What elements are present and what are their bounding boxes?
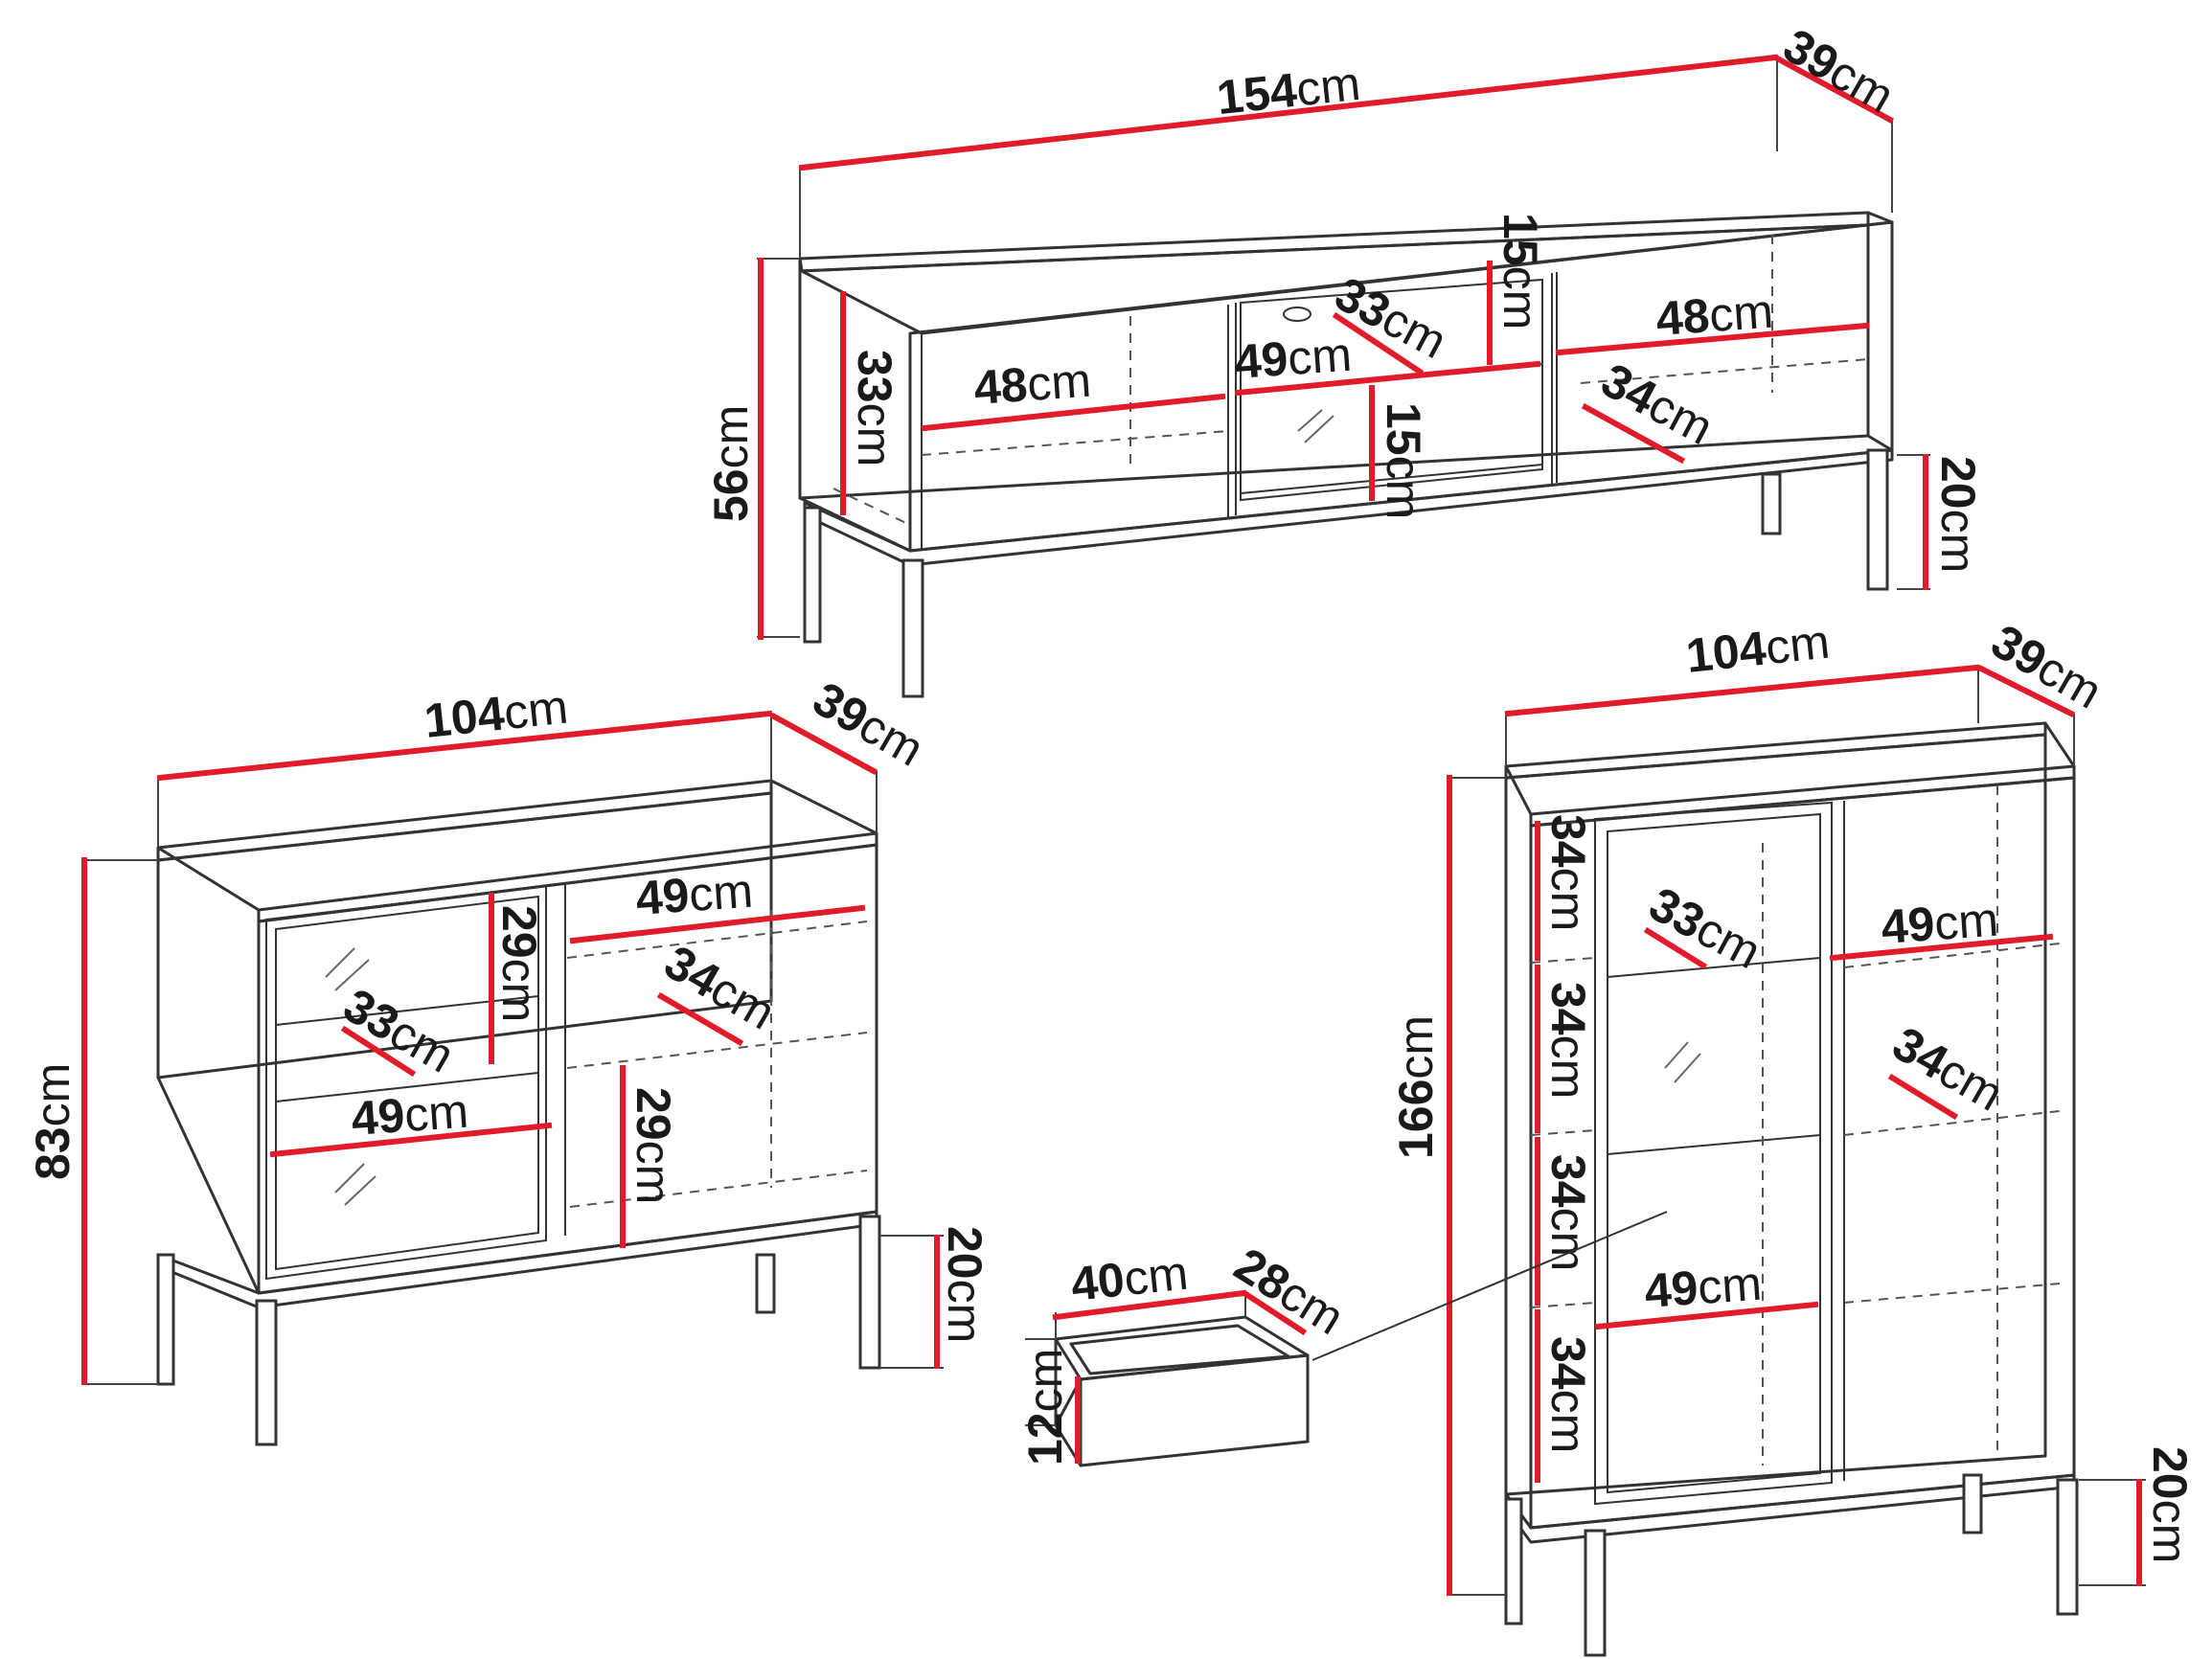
display-right-depth-label: 34cm bbox=[1884, 1016, 2013, 1122]
sideboard-right-lower-label: 29cm bbox=[627, 1087, 680, 1204]
tv-depth-label: 39cm bbox=[1775, 18, 1904, 124]
drawer-height-label: 12cm bbox=[1018, 1349, 1072, 1466]
tv-width-label: 154cm bbox=[1214, 57, 1362, 125]
tv-left-shelf-width-label: 48cm bbox=[972, 353, 1093, 415]
display-shelf-4-label: 34cm bbox=[1541, 1336, 1595, 1453]
sideboard-glass-width-dim-line bbox=[269, 1122, 553, 1158]
tv-depth-dim-line bbox=[1774, 55, 1895, 125]
tv-drawer-bottom-label: 15cm bbox=[1377, 402, 1430, 519]
sideboard-width-label: 104cm bbox=[422, 680, 570, 748]
sideboard-right-depth-dim-line bbox=[656, 991, 744, 1047]
tv-right-shelf-depth-label: 34cm bbox=[1593, 352, 1722, 455]
display-width-dim-line bbox=[1504, 664, 1980, 717]
drawer-width-dim-line bbox=[1052, 1289, 1247, 1321]
display-right-depth-dim-line bbox=[1887, 1073, 1959, 1121]
display-leg-label: 20cm bbox=[2143, 1446, 2197, 1563]
tv-drawer-width-label: 49cm bbox=[1233, 328, 1354, 389]
display-depth-dim-line bbox=[1976, 664, 2076, 718]
drawer-width-label: 40cm bbox=[1068, 1245, 1190, 1310]
display-glass-width-label: 49cm bbox=[1643, 1257, 1764, 1318]
tv-drawer-width-dim-line bbox=[1234, 360, 1541, 397]
sideboard-right-depth-label: 34cm bbox=[656, 935, 785, 1040]
display-glass-width-dim-line bbox=[1594, 1301, 1819, 1330]
sideboard-right-width-label: 49cm bbox=[634, 864, 755, 925]
tv-drawer-top-label: 15cm bbox=[1494, 213, 1547, 330]
tv-left-shelf-width-dim-line bbox=[921, 393, 1226, 432]
drawer-depth-dim-line bbox=[1243, 1290, 1308, 1336]
sideboard-glass-depth-dim-line bbox=[340, 1025, 417, 1078]
sideboard-right-width-dim-line bbox=[569, 904, 866, 944]
tv-right-shelf-width-dim-line bbox=[1555, 322, 1870, 356]
tv-right-shelf-depth-dim-line bbox=[1581, 402, 1686, 465]
tv-left-shelf-height-label: 33cm bbox=[848, 350, 901, 466]
sideboard: 104cm 39cm 83cm 20cm 29cm 33cm 49cm 49cm… bbox=[26, 671, 992, 1446]
tv-cabinet: 154cm 39cm 56cm 20cm 33cm 48cm 49cm 33cm… bbox=[704, 18, 1985, 698]
tv-width-dim-line bbox=[798, 54, 1779, 171]
display-shelf-1-label: 34cm bbox=[1541, 814, 1595, 931]
sideboard-glass-width-label: 49cm bbox=[350, 1084, 470, 1146]
tv-leg-label: 20cm bbox=[1931, 456, 1985, 573]
display-right-width-label: 49cm bbox=[1880, 893, 2000, 954]
display-glass-depth-dim-line bbox=[1643, 926, 1708, 970]
tv-right-shelf-width-label: 48cm bbox=[1654, 284, 1775, 346]
sideboard-leg-label: 20cm bbox=[938, 1226, 992, 1343]
sideboard-height-label: 83cm bbox=[26, 1063, 80, 1180]
tv-height-label: 56cm bbox=[704, 405, 758, 522]
display-height-label: 166cm bbox=[1389, 1015, 1443, 1159]
display-shelf-2-label: 34cm bbox=[1541, 982, 1595, 1099]
tv-drawer-depth-dim-line bbox=[1332, 311, 1425, 376]
display-cabinet: 104cm 39cm 166cm 20cm 34cm 34cm 34cm 34c… bbox=[1389, 614, 2197, 1657]
display-right-width-dim-line bbox=[1829, 933, 2054, 962]
sideboard-width-dim-line bbox=[156, 710, 773, 782]
display-width-label: 104cm bbox=[1683, 615, 1832, 683]
sideboard-depth-dim-line bbox=[769, 712, 878, 776]
sideboard-glass-height-label: 29cm bbox=[492, 905, 546, 1022]
